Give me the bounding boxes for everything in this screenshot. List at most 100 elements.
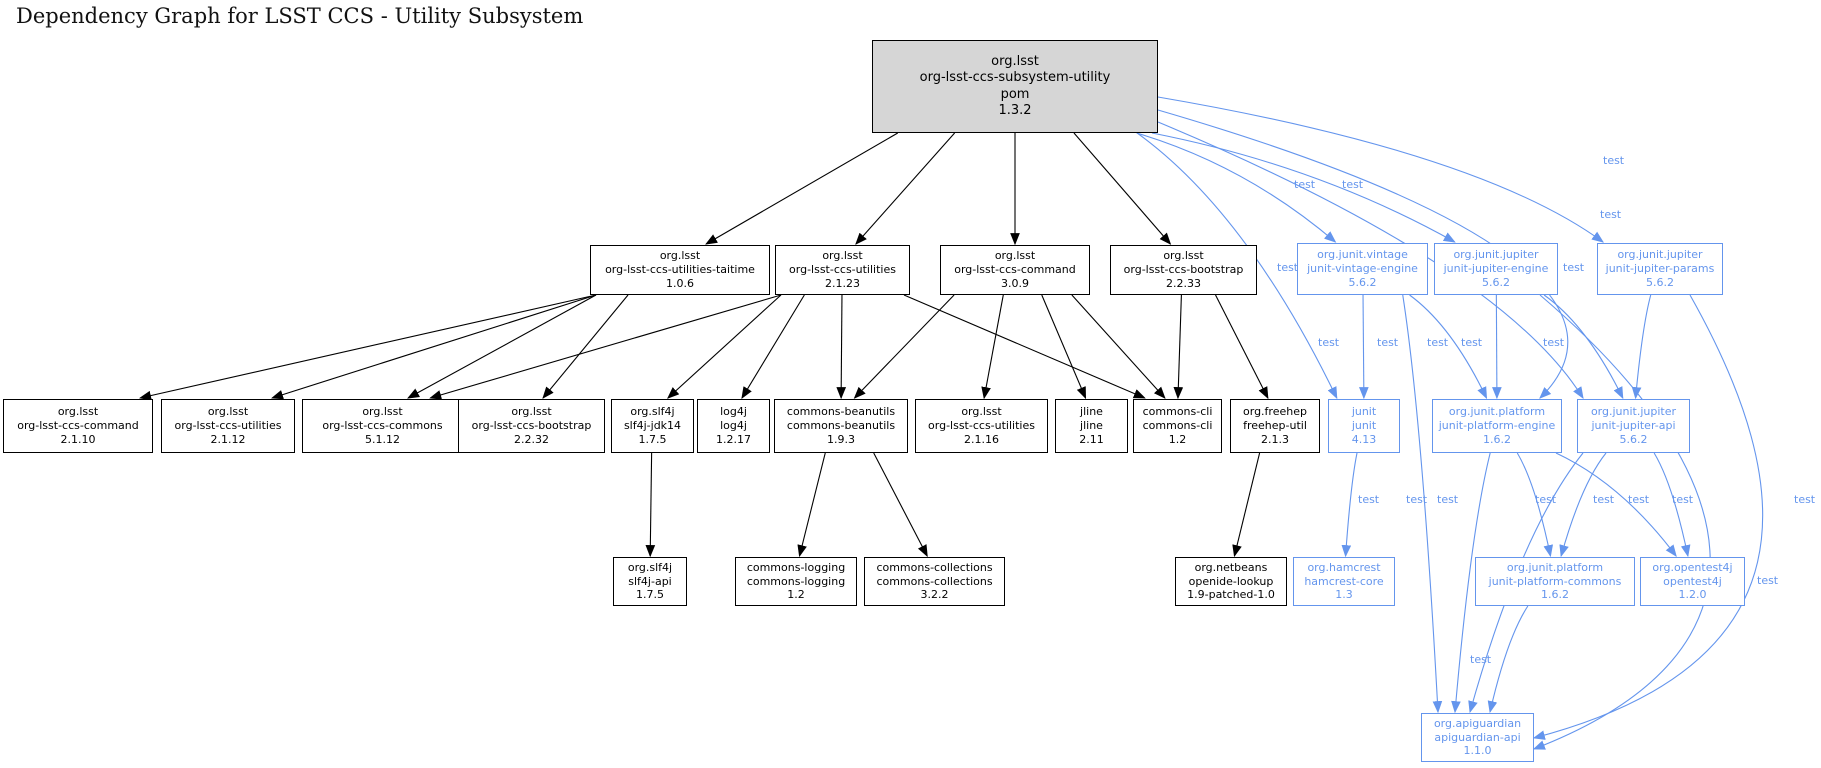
edge-scope-label: test — [1406, 493, 1428, 506]
edge-scope-label: test — [1377, 336, 1399, 349]
node-text-line: org.junit.jupiter — [1617, 248, 1703, 262]
node-text-line: org-lsst-ccs-bootstrap — [1123, 263, 1244, 277]
edge-taitime-to-utilities-2112 — [271, 294, 597, 400]
node-text-line: 5.6.2 — [1348, 275, 1377, 289]
node-text-line: 2.2.32 — [514, 432, 549, 446]
edge-utilities-2123-to-log4j — [741, 294, 805, 400]
edge-jupiter-params-to-jupiter-api — [1631, 294, 1652, 400]
edge-utilities-2123-to-beanutils — [836, 294, 847, 400]
node-text-line: commons-cli — [1142, 419, 1213, 433]
edge-scope-label: test — [1535, 493, 1557, 506]
edge-root-to-taitime — [705, 132, 899, 245]
edge-taitime-to-bootstrap-2232 — [542, 294, 629, 399]
edge-jupiter-engine-to-apiguardian-api — [1532, 294, 1711, 750]
node-text-line: 2.1.12 — [210, 432, 246, 446]
node-text-line: hamcrest-core — [1304, 574, 1384, 588]
node-text-line: 1.2 — [1168, 432, 1187, 446]
edge-scope-label: test — [1342, 178, 1364, 191]
node-text-line: 2.1.10 — [60, 432, 96, 446]
edge-scope-label: test — [1603, 154, 1625, 167]
node-text-line: pom — [1000, 86, 1030, 102]
node-text-line: org.slf4j — [627, 560, 673, 574]
node-text-line: org-lsst-ccs-utilities — [174, 419, 282, 433]
edge-bootstrap-2233-to-commons-cli — [1173, 294, 1184, 400]
node-text-line: 1.9-patched-1.0 — [1187, 588, 1275, 602]
node-text-line: 1.3 — [1335, 588, 1353, 602]
node-text-line: org-lsst-ccs-command — [954, 263, 1076, 277]
edge-platform-commons-to-apiguardian-api — [1487, 605, 1529, 714]
node-text-line: 1.0.6 — [666, 276, 694, 290]
node-text-line: openide-lookup — [1188, 574, 1274, 588]
node-text-line: 1.6.2 — [1541, 588, 1569, 602]
node-text-line: junit-platform-commons — [1488, 574, 1622, 588]
node-text-line: 5.6.2 — [1619, 432, 1648, 446]
edge-jupiter-api-to-opentest4j — [1653, 452, 1691, 558]
edge-freehep-util-to-openide-lookup — [1232, 452, 1261, 558]
node-text-line: org.lsst — [207, 405, 249, 419]
node-text-line: org.junit.vintage — [1317, 248, 1408, 262]
node-text-line: org.lsst — [991, 54, 1039, 69]
node-text-line: org.junit.platform — [1506, 560, 1604, 574]
node-text-line: org.lsst — [362, 405, 403, 419]
edge-scope-label: test — [1318, 336, 1340, 349]
node-text-line: 1.7.5 — [636, 588, 664, 602]
node-text-line: org.apiguardian — [1433, 716, 1522, 730]
edge-taitime-to-commons-5112 — [407, 294, 597, 399]
edge-scope-label: test — [1563, 261, 1585, 274]
node-text-line: commons-cli — [1142, 405, 1213, 419]
edge-slf4j-jdk14-to-slf4j-api — [645, 452, 656, 558]
edge-beanutils-to-commons-collections — [873, 452, 928, 558]
edge-scope-label: test — [1672, 493, 1694, 506]
node-text-line: 4.13 — [1351, 432, 1377, 446]
node-text-line: slf4j-jdk14 — [623, 419, 682, 433]
edge-jupiter-api-to-platform-commons — [1559, 452, 1607, 558]
node-text-line: junit-jupiter-engine — [1443, 262, 1549, 276]
node-text-line: 5.6.2 — [1482, 275, 1510, 289]
node-text-line: jline — [1080, 419, 1103, 433]
node-text-line: 2.1.23 — [825, 276, 860, 290]
edge-scope-label: test — [1600, 208, 1622, 221]
node-text-line: org.netbeans — [1194, 560, 1268, 574]
edge-platform-engine-to-apiguardian-api — [1451, 452, 1491, 714]
node-text-line: 2.11 — [1079, 432, 1104, 446]
node-text-line: org-lsst-ccs-subsystem-utility — [919, 70, 1111, 86]
node-text-line: org-lsst-ccs-utilities — [789, 263, 896, 277]
node-text-line: org.junit.jupiter — [1590, 405, 1677, 419]
node-text-line: 3.0.9 — [1001, 276, 1029, 290]
edge-command-309-to-commons-cli — [1071, 294, 1166, 399]
node-text-line: log4j — [720, 405, 747, 419]
node-text-line: slf4j-api — [628, 574, 672, 588]
edge-taitime-to-command-2110 — [138, 294, 597, 401]
node-text-line: commons-beanutils — [786, 405, 896, 419]
node-text-line: jline — [1080, 405, 1103, 419]
node-text-line: junit-jupiter-api — [1591, 419, 1676, 433]
edge-scope-label: test — [1593, 493, 1615, 506]
node-text-line: org.lsst — [511, 405, 552, 419]
node-text-line: commons-collections — [876, 574, 993, 588]
node-text-line: apiguardian-api — [1434, 730, 1521, 744]
edge-utilities-2123-to-commons-cli — [903, 294, 1146, 399]
edge-utilities-2123-to-commons-5112 — [429, 294, 782, 400]
node-text-line: org-lsst-ccs-utilities-taitime — [605, 263, 755, 277]
edge-root-to-vintage-engine — [1136, 132, 1337, 243]
edge-junit-to-hamcrest-core — [1341, 452, 1358, 558]
edge-vintage-engine-to-apiguardian-api — [1402, 294, 1443, 714]
edge-root-to-jupiter-engine — [1151, 132, 1456, 243]
edge-root-to-jupiter-params — [1157, 96, 1604, 243]
